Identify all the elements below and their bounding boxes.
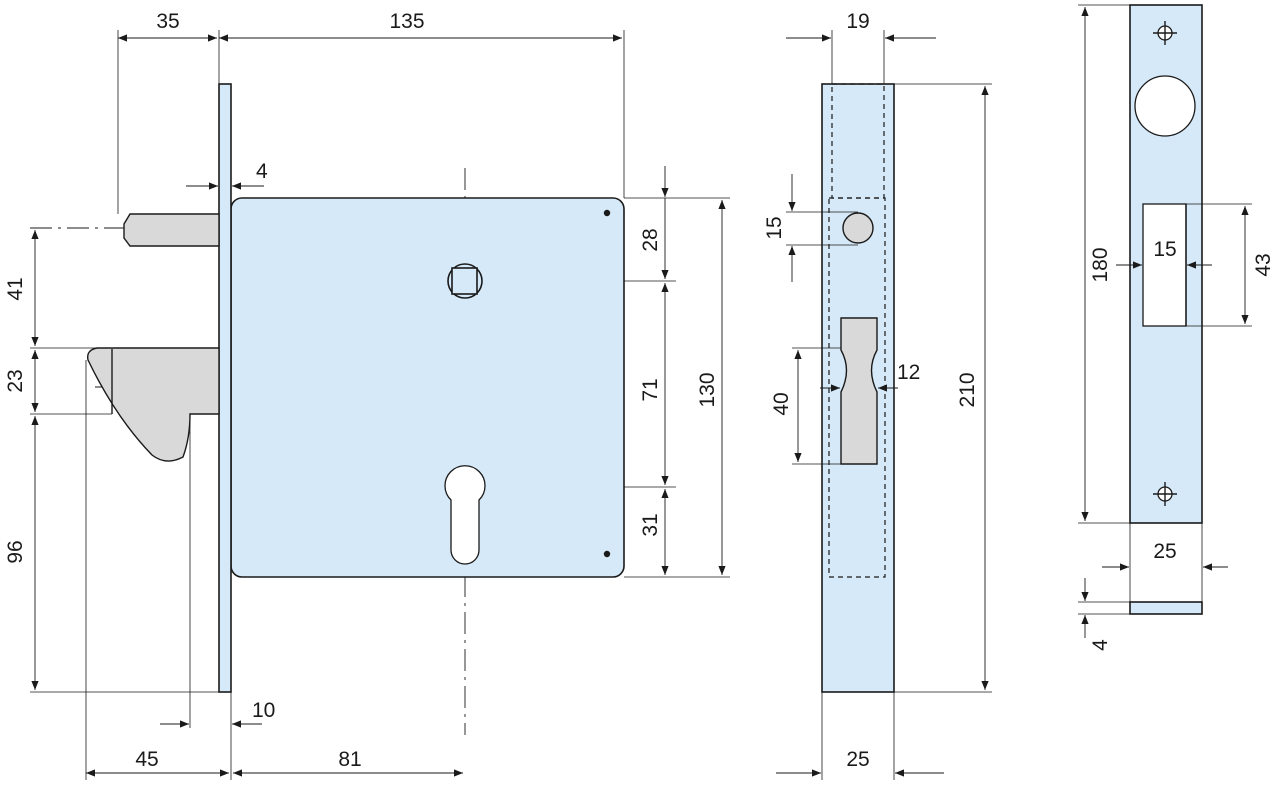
strike-plate-view: 180 15 43 25 4 [1078, 4, 1274, 651]
strike-round-hole [1134, 75, 1196, 137]
front-view: 19 25 210 15 40 12 [763, 10, 992, 780]
dim-15-strike: 15 [1153, 238, 1176, 261]
dim-71: 71 [639, 378, 662, 401]
lock-case [230, 197, 625, 578]
dim-19: 19 [846, 10, 869, 33]
dim-15-front: 15 [763, 216, 786, 239]
dim-10: 10 [252, 699, 275, 722]
strike-plate-edge [1129, 601, 1203, 615]
dim-25-front: 25 [846, 748, 869, 771]
faceplate [218, 83, 232, 693]
dim-210: 210 [956, 372, 979, 407]
dim-25-strike: 25 [1153, 540, 1176, 563]
dim-40: 40 [770, 392, 793, 415]
dim-41: 41 [4, 277, 27, 300]
dim-4-strike: 4 [1089, 639, 1112, 651]
dead-bolt [123, 213, 220, 247]
dim-130: 130 [696, 372, 719, 407]
dim-96: 96 [4, 540, 27, 563]
dim-81: 81 [338, 748, 361, 771]
dim-45: 45 [135, 748, 158, 771]
screw-hole-bottom [1153, 482, 1177, 506]
front-round-bolt [842, 212, 874, 244]
side-view: 35 135 4 10 45 81 41 23 96 28 71 31 130 [4, 10, 730, 780]
latch-bolt [87, 347, 220, 462]
dim-35: 35 [156, 10, 179, 33]
dim-4: 4 [256, 160, 268, 183]
front-latch [840, 317, 878, 465]
spindle-square [451, 267, 478, 295]
dim-12: 12 [897, 361, 920, 384]
dim-31: 31 [639, 513, 662, 536]
cylinder-keyhole [444, 465, 486, 565]
case-rivet-top [603, 209, 611, 217]
screw-hole-top [1153, 21, 1177, 45]
dim-43: 43 [1252, 253, 1274, 276]
dim-28: 28 [639, 228, 662, 251]
dim-180: 180 [1089, 247, 1112, 282]
dim-23: 23 [4, 369, 27, 392]
strike-window [1142, 203, 1187, 327]
dim-135: 135 [389, 10, 424, 33]
case-rivet-bottom [603, 550, 611, 558]
